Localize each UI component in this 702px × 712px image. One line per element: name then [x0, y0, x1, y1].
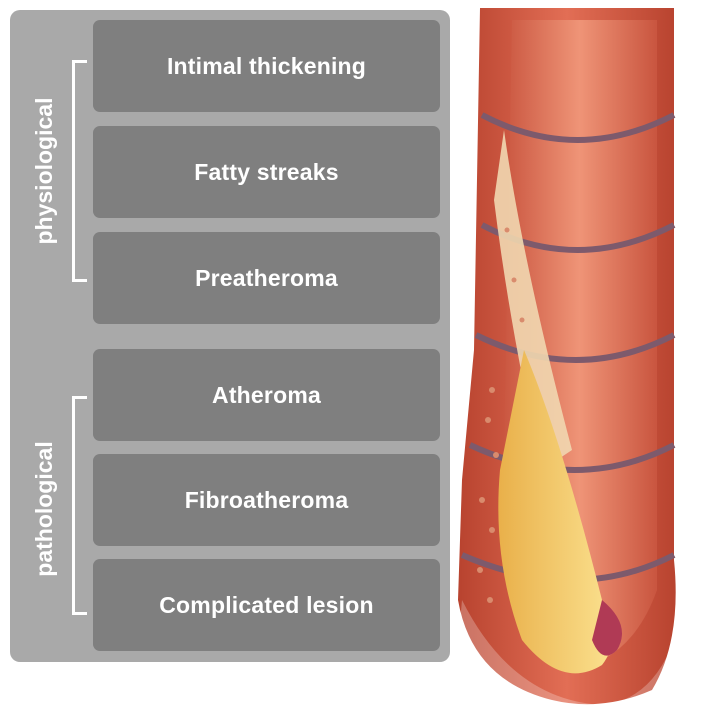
stage-label: Intimal thickening [167, 53, 366, 80]
artery-cross-section-illustration [452, 0, 702, 712]
stage-atheroma: Atheroma [93, 349, 440, 441]
stage-label: Fatty streaks [194, 159, 339, 186]
physiological-label: physiological [29, 91, 59, 251]
stage-intimal-thickening: Intimal thickening [93, 20, 440, 112]
stage-label: Fibroatheroma [185, 487, 349, 514]
stage-label: Complicated lesion [159, 592, 373, 619]
stage-preatheroma: Preatheroma [93, 232, 440, 324]
stage-fatty-streaks: Fatty streaks [93, 126, 440, 218]
stage-complicated-lesion: Complicated lesion [93, 559, 440, 651]
pathological-bracket [72, 396, 87, 615]
physiological-bracket [72, 60, 87, 282]
stage-label: Atheroma [212, 382, 321, 409]
pathological-label: pathological [29, 429, 59, 589]
stages-panel: Intimal thickening Fatty streaks Preathe… [10, 10, 450, 662]
stage-label: Preatheroma [195, 265, 338, 292]
stage-fibroatheroma: Fibroatheroma [93, 454, 440, 546]
